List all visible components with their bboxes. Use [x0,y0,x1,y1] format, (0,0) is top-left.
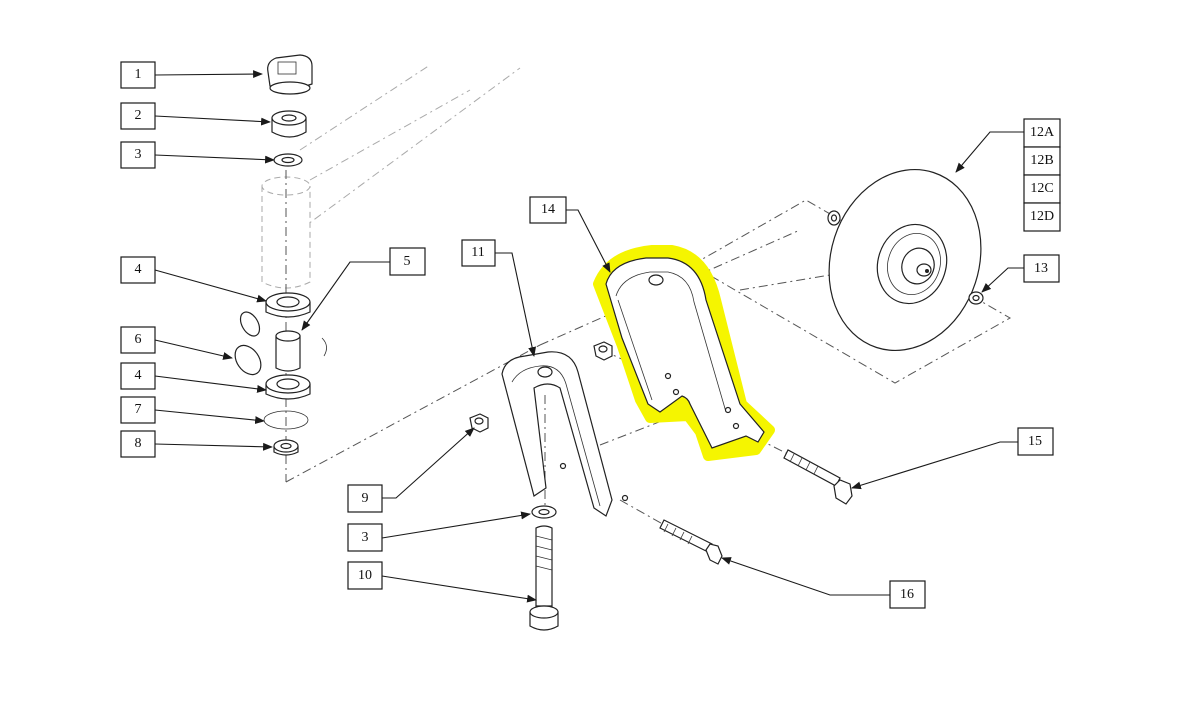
callout-8: 8 [120,430,156,458]
callout-12b: 12B [1023,146,1061,176]
callout-16-text: 16 [900,587,914,602]
callout-2: 2 [120,102,156,130]
callout-5: 5 [389,247,426,276]
callout-11-text: 11 [471,245,484,260]
callout-4-upper: 4 [120,256,156,284]
callout-6-text: 6 [135,332,142,347]
part-3-washer-top [273,153,303,167]
callout-12d: 12D [1023,202,1061,232]
callout-1-text: 1 [135,67,142,82]
callout-12c-text: 12C [1030,181,1053,196]
callout-13-text: 13 [1034,261,1048,276]
part-15-bolt [783,449,853,505]
callout-9: 9 [347,484,383,513]
callout-5-text: 5 [404,254,411,269]
part-13-washer-right [968,291,984,305]
callout-1: 1 [120,61,156,89]
callout-12d-text: 12D [1030,209,1054,224]
callout-16: 16 [889,580,926,609]
part-3-washer-lower [531,505,557,519]
callout-3-lower: 3 [347,523,383,552]
part-14-caster-fork-highlighted [593,245,775,461]
part-2-lock-nut [271,110,307,138]
part-12-wheel [828,168,982,352]
part-8-washer-bottom [273,439,299,456]
part-16-bolt [659,519,723,565]
part-6-shim [234,311,262,376]
callout-3-lower-text: 3 [362,530,369,545]
ghost-frame [261,64,521,289]
callout-7: 7 [120,396,156,424]
callout-10: 10 [347,561,383,590]
callout-9-text: 9 [362,491,369,506]
part-10-bolt [529,525,559,631]
callout-12b-text: 12B [1030,153,1053,168]
callout-4-upper-text: 4 [135,262,142,277]
part-1-dust-cap [267,54,313,95]
nut-near-fork [593,341,613,361]
callout-10-text: 10 [358,568,372,583]
leader-lines [154,70,1024,603]
callout-4-lower: 4 [120,362,156,390]
callout-4-lower-text: 4 [135,368,142,383]
callout-2-text: 2 [135,108,142,123]
callout-6: 6 [120,326,156,354]
callout-8-text: 8 [135,436,142,451]
callout-12a: 12A [1023,118,1061,148]
callout-3-upper: 3 [120,141,156,169]
part-4-bearing-upper [265,292,311,318]
callout-11: 11 [461,239,496,267]
callout-12a-text: 12A [1030,125,1055,140]
part-13-washer-left [827,210,841,226]
part-4-bearing-lower [265,374,311,400]
callout-3-upper-text: 3 [135,147,142,162]
callout-13: 13 [1023,254,1060,283]
callout-14: 14 [529,196,567,224]
callout-15-text: 15 [1028,434,1042,449]
callout-14-text: 14 [541,202,555,217]
part-5-spacer-tube [275,330,327,372]
part-11-caster-fork [501,351,629,517]
callout-7-text: 7 [135,402,142,417]
callout-15: 15 [1017,427,1054,456]
callout-12c: 12C [1023,174,1061,204]
